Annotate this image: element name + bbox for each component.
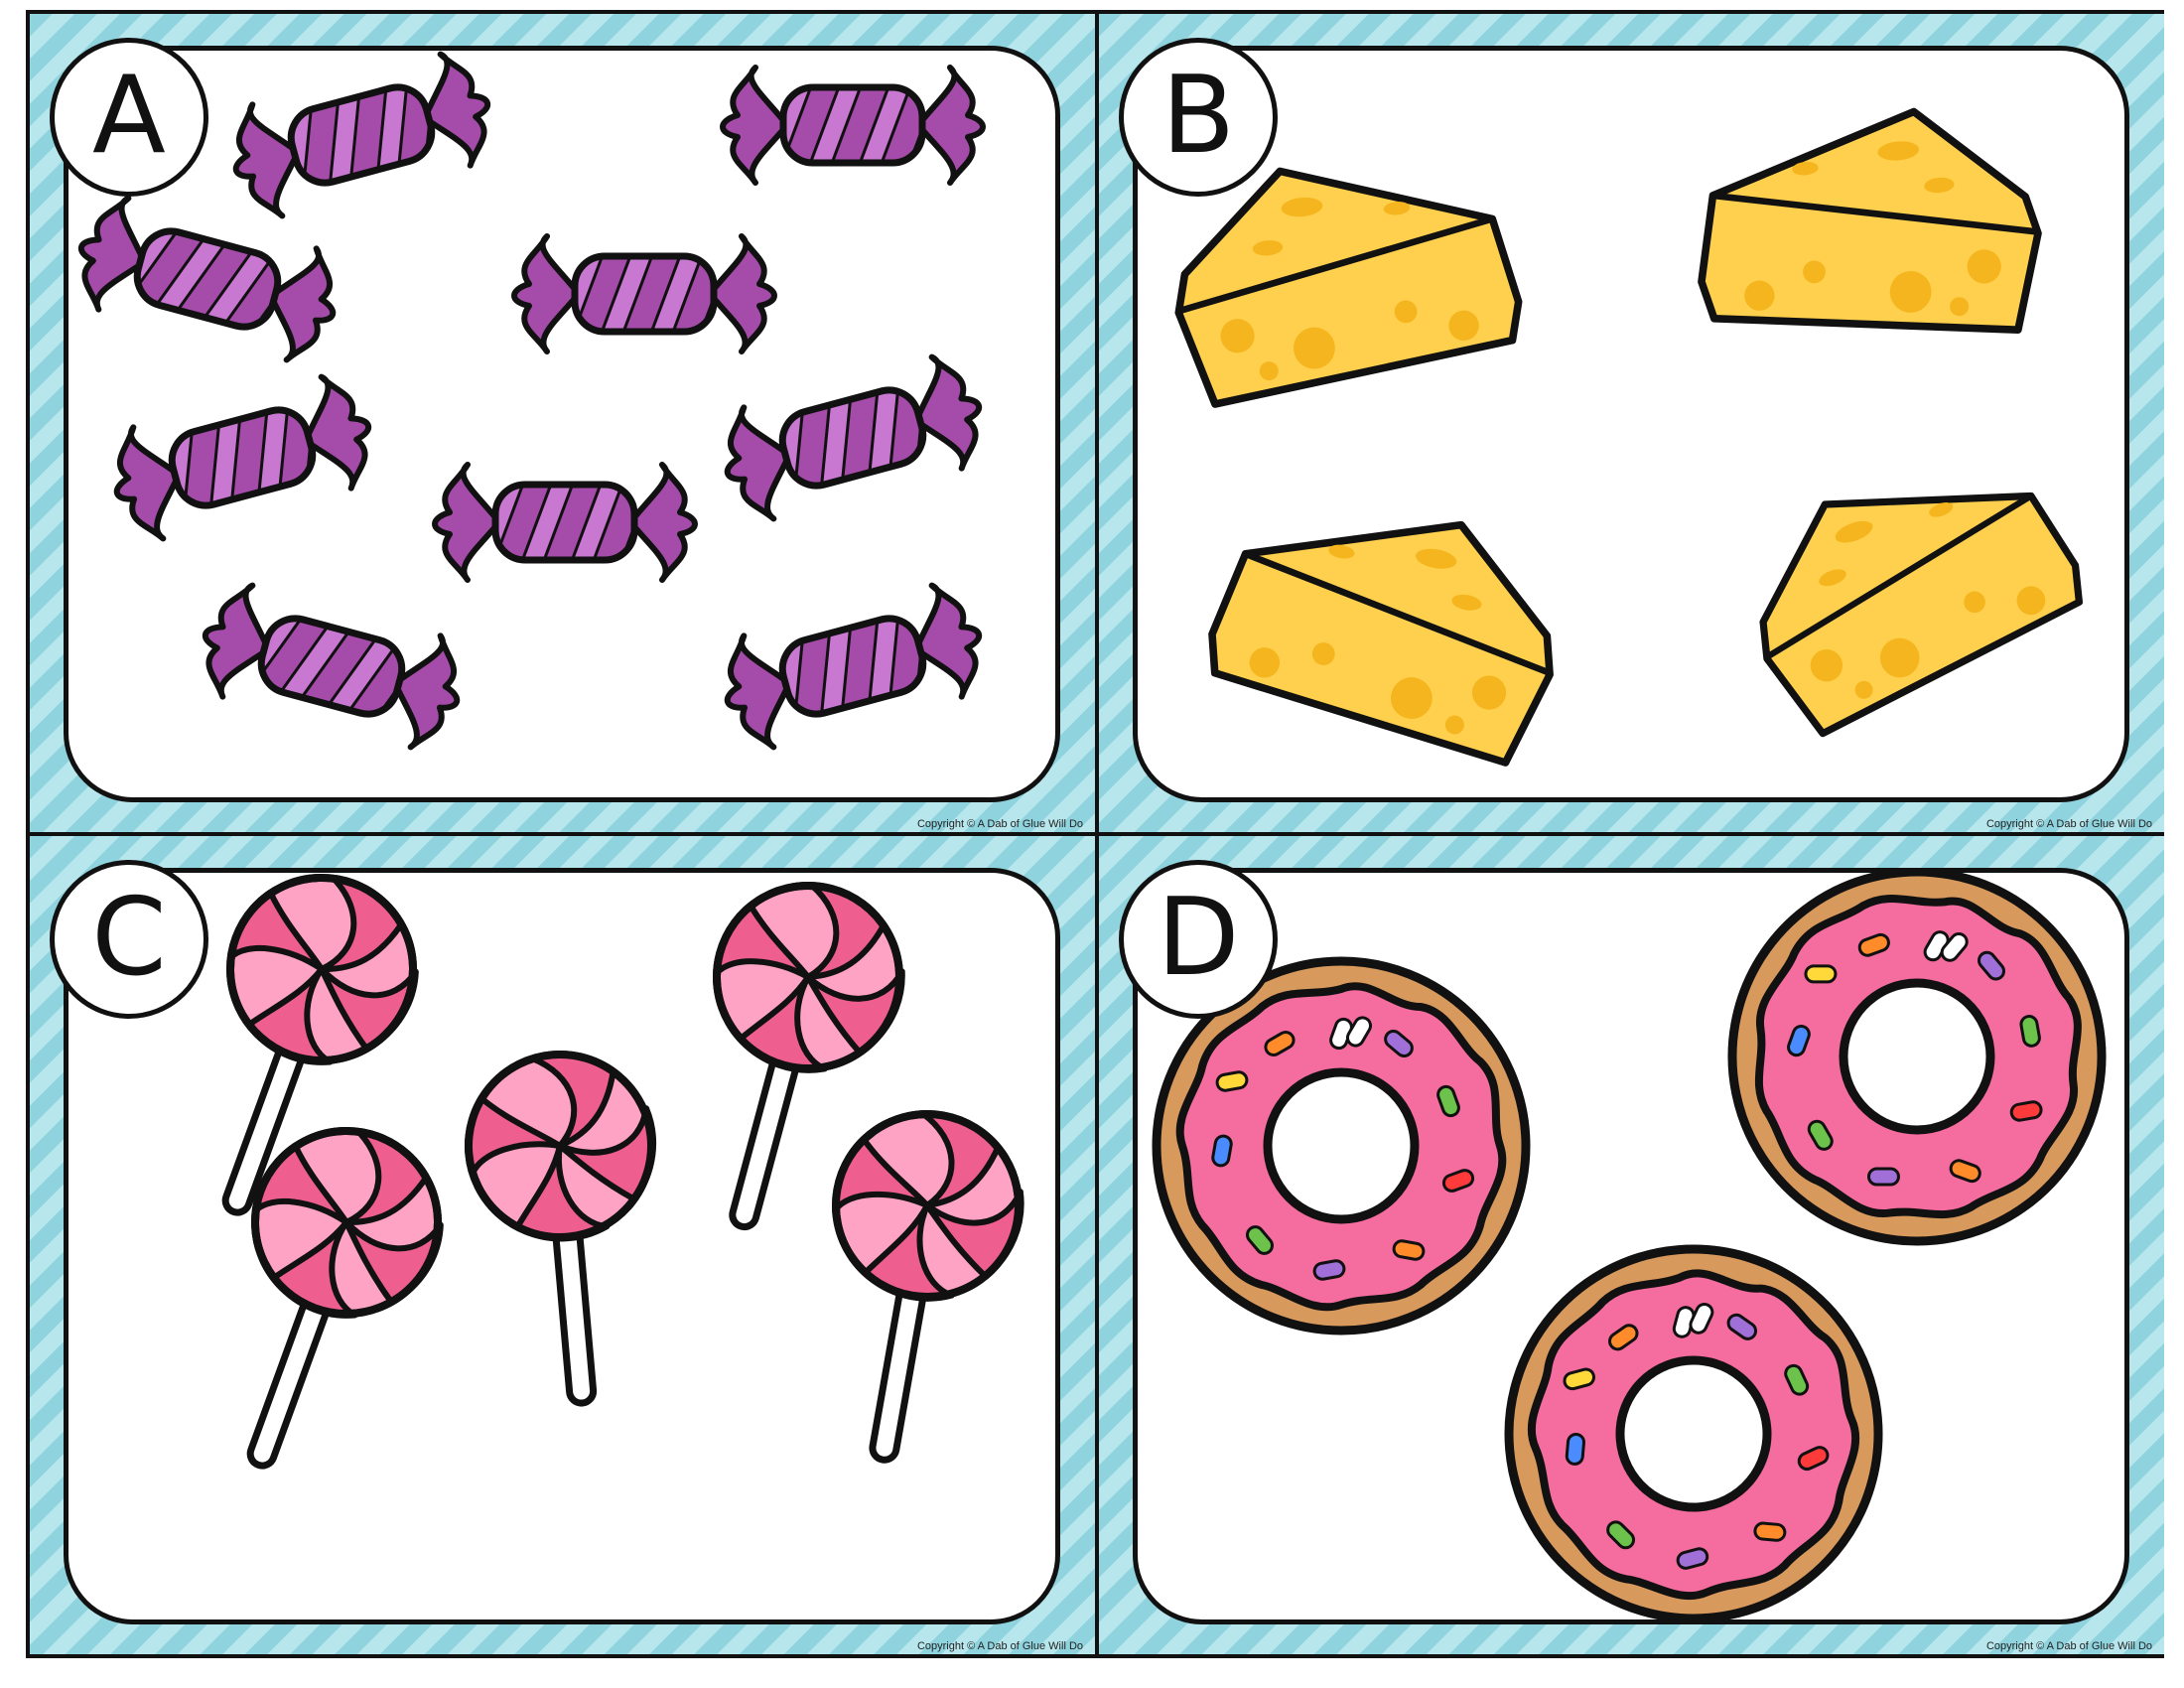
copyright-text: Copyright © A Dab of Glue Will Do [1985,1640,2152,1652]
donut-icon [1493,1233,1893,1619]
lollipop-group [68,873,1055,1619]
card-a[interactable]: A Copyright © A Dab of Glue Will Do [30,14,1095,832]
card-letter-badge: A [50,38,208,197]
lollipop-icon [172,1105,466,1497]
card-c-panel [64,868,1060,1624]
copyright-text: Copyright © A Dab of Glue Will Do [916,1640,1083,1652]
card-d-panel [1133,868,2129,1624]
lollipop-icon [461,1047,676,1411]
wrapped-candy-icon [220,51,501,224]
copyright-text: Copyright © A Dab of Glue Will Do [916,818,1083,830]
donut-icon [1704,873,2124,1270]
card-c[interactable]: C Copyright © A Dab of Glue Will Do [30,836,1095,1654]
card-b[interactable]: B Copyright © A Dab of Glue Will Do [1099,14,2164,832]
card-letter-badge: B [1119,38,1278,197]
cheese-wedge-icon [1724,431,2100,743]
cheese-wedge-icon [1689,102,2047,357]
card-letter-badge: D [1119,860,1278,1019]
cheese-wedge-icon [1199,486,1572,768]
wrapped-candy-icon [101,368,382,547]
wrapped-candy-icon [191,577,472,756]
task-card-sheet: A Copyright © A Dab of Glue Will Do B Co… [26,10,2164,1658]
donut-group [1138,873,2124,1619]
card-a-panel [64,46,1060,802]
card-d[interactable]: D Copyright © A Dab of Glue Will Do [1099,836,2164,1654]
wrapped-candy-icon [435,465,695,580]
candy-group [68,51,1055,797]
wrapped-candy-icon [723,68,983,183]
lollipop-icon [792,1099,1035,1476]
wrapped-candy-icon [514,236,774,352]
cheese-group [1138,51,2124,797]
wrapped-candy-icon [712,349,993,527]
card-letter-badge: C [50,860,208,1019]
copyright-text: Copyright © A Dab of Glue Will Do [1985,818,2152,830]
wrapped-candy-icon [712,577,993,756]
card-b-panel [1133,46,2129,802]
wrapped-candy-icon [68,190,348,368]
